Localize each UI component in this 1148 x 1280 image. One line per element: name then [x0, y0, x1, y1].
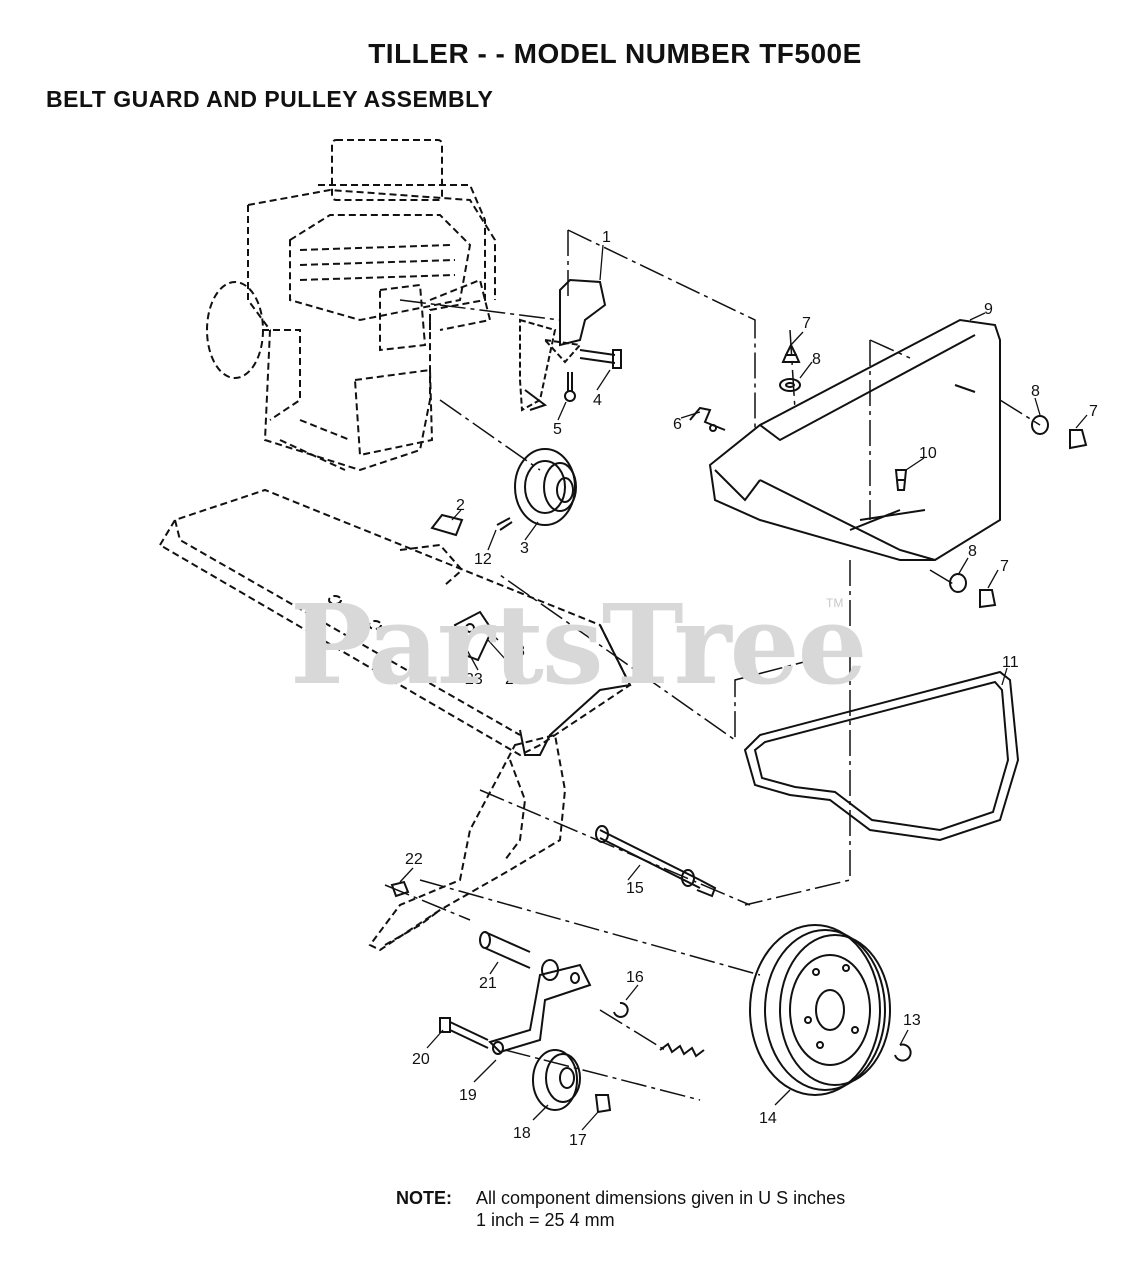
spring: [659, 1042, 705, 1058]
callout-3: 3: [520, 540, 529, 557]
callout-1: 1: [602, 229, 611, 246]
nut-7-right: [1069, 429, 1088, 450]
engine: [206, 139, 496, 472]
callout-9: 9: [984, 301, 993, 318]
note-line-2: 1 inch = 25 4 mm: [476, 1210, 615, 1230]
nut-17: [594, 1094, 612, 1114]
bolt-21: [479, 931, 531, 969]
callout-7-lower: 7: [1000, 558, 1009, 575]
callout-5: 5: [553, 421, 562, 438]
note-line-1: All component dimensions given in U S in…: [476, 1188, 846, 1208]
callout-20: 20: [412, 1051, 430, 1068]
note-label: NOTE:: [396, 1188, 452, 1208]
tine-arm: [368, 733, 567, 952]
plate: [453, 610, 494, 662]
nut-7-lower: [979, 589, 997, 609]
diagram-subtitle: BELT GUARD AND PULLEY ASSEMBLY: [46, 86, 494, 112]
callout-14: 14: [759, 1110, 777, 1127]
screw-5: [564, 372, 576, 402]
callout-21: 21: [479, 975, 497, 992]
retaining-ring-13: [894, 1043, 912, 1062]
washer-8-top: [779, 378, 801, 392]
callout-8-shield: 8: [516, 643, 525, 660]
callout-12: 12: [474, 551, 492, 568]
nut-22: [390, 880, 410, 898]
diagram-title: TILLER - - MODEL NUMBER TF500E: [368, 38, 862, 69]
washer-8-right: [1031, 415, 1049, 435]
watermark-trademark: TM: [826, 596, 844, 610]
engine-pulley: [514, 448, 577, 526]
idler-pulley: [532, 1049, 581, 1111]
belt-guard: [708, 318, 1001, 561]
drive-belt: [743, 670, 1020, 842]
bracket: [519, 278, 607, 412]
callout-6: 6: [673, 416, 682, 433]
bolt-20: [439, 1017, 489, 1049]
clip: [430, 513, 464, 537]
callout-16: 16: [626, 969, 644, 986]
callout-18: 18: [513, 1125, 531, 1142]
callout-7-right: 7: [1089, 403, 1098, 420]
callout-15: 15: [626, 880, 644, 897]
callout-4: 4: [593, 392, 602, 409]
callout-22: 22: [405, 851, 423, 868]
callouts: 1 2 3 4 5 6 7 7 7 8 8 8 8 9 10 11 12 13 …: [405, 229, 1098, 1149]
hook: [689, 406, 726, 431]
alignment-lines: [384, 229, 1041, 1101]
callout-11: 11: [1002, 654, 1019, 671]
callout-8-right: 8: [1031, 383, 1040, 400]
callout-19: 19: [459, 1087, 477, 1104]
tine-shield: [159, 488, 632, 757]
main-pulley: [749, 924, 891, 1096]
leader-lines: [399, 244, 1088, 1131]
retaining-ring-16: [613, 1001, 629, 1018]
callout-23: 23: [465, 671, 483, 688]
set-screw: [496, 517, 513, 531]
callout-2: 2: [456, 497, 465, 514]
callout-13: 13: [903, 1012, 921, 1029]
callout-17: 17: [569, 1132, 587, 1149]
callout-8-top: 8: [812, 351, 821, 368]
idler-bracket: [488, 959, 592, 1055]
shaft: [595, 825, 717, 898]
bolt-10: [894, 469, 908, 491]
bolt-4: [579, 349, 622, 369]
shield-flap: [519, 624, 632, 756]
callout-10: 10: [919, 445, 937, 462]
callout-7-top: 7: [802, 315, 811, 332]
callout-8-lower: 8: [968, 543, 977, 560]
callout-24: 24: [505, 671, 523, 688]
